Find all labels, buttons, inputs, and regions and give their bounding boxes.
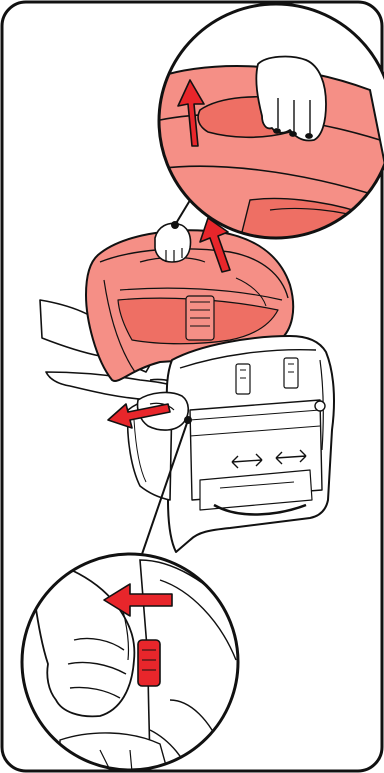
top-hand (155, 224, 191, 262)
top-leader-dot (171, 221, 179, 229)
detail-top-hand (256, 57, 326, 141)
bottom-leader-dot (184, 416, 192, 424)
release-tab (138, 640, 160, 686)
